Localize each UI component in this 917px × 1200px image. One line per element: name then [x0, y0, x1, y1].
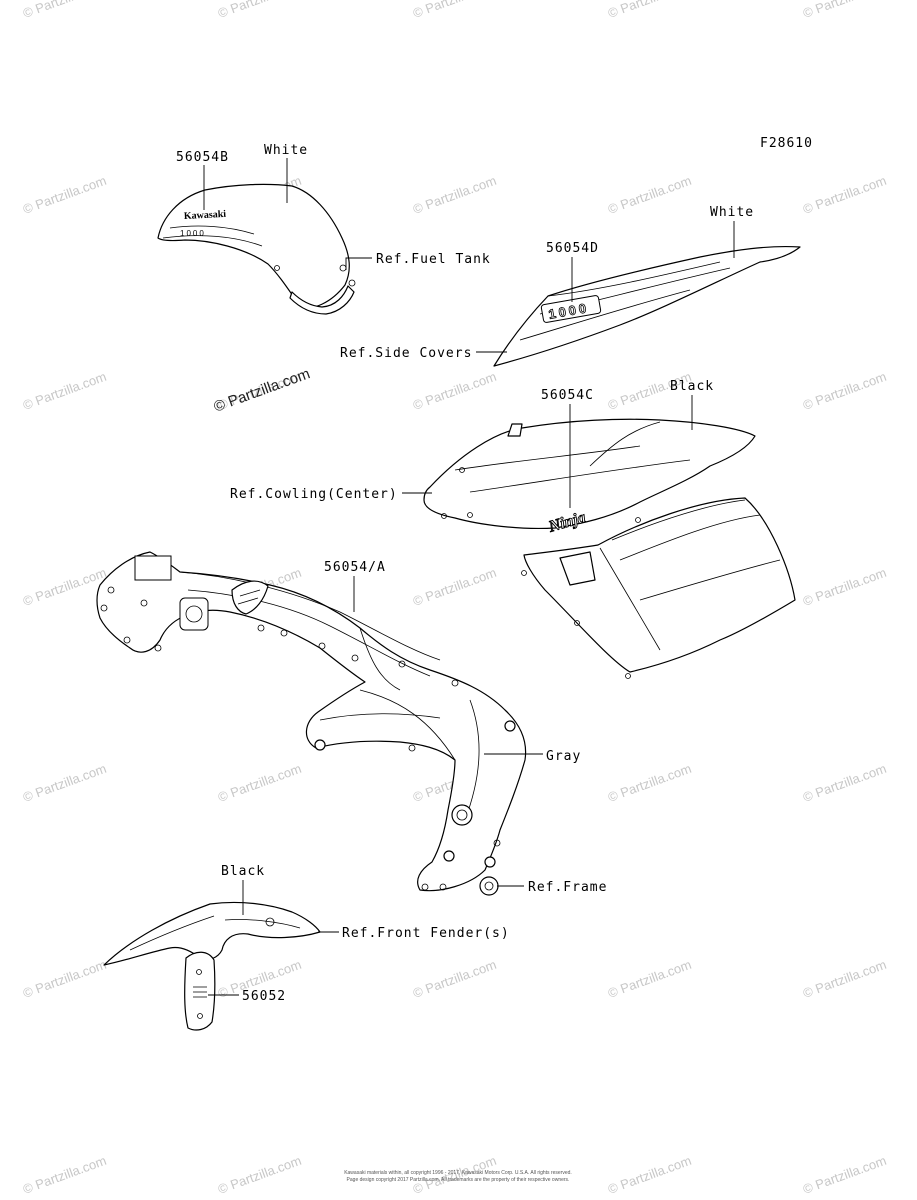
fuel-tank-decal-part[interactable]: Kawasaki 1000: [157, 183, 356, 315]
watermark-tile: © Partzilla.com: [411, 565, 498, 609]
label-frame-color: Gray: [546, 749, 581, 764]
tank-brand-decal: Kawasaki: [184, 209, 227, 222]
watermark-tile: © Partzilla.com: [216, 0, 303, 21]
watermark-tile: © Partzilla.com: [606, 957, 693, 1001]
watermark-tile: © Partzilla.com: [801, 369, 888, 413]
label-cowl-color: Black: [670, 379, 714, 394]
label-tank-part[interactable]: 56054B: [176, 150, 229, 165]
figure-code: F28610: [760, 136, 813, 151]
watermark-tile: © Partzilla.com: [801, 565, 888, 609]
tank-model-decal: 1000: [180, 229, 206, 238]
label-fender-color: Black: [221, 864, 265, 879]
watermark-tile: © Partzilla.com: [801, 173, 888, 217]
watermark-tile: © Partzilla.com: [216, 1153, 303, 1197]
watermark-tile: © Partzilla.com: [21, 369, 108, 413]
side-model-decal: 1000: [547, 300, 590, 322]
watermark-tile: © Partzilla.com: [21, 957, 108, 1001]
watermark-tile: © Partzilla.com: [801, 957, 888, 1001]
label-tank-ref[interactable]: Ref.Fuel Tank: [376, 252, 491, 267]
label-cowl-part[interactable]: 56054C: [541, 388, 594, 403]
footer-copyright-line2: Page design copyright 2017 Partzilla.com…: [347, 1177, 570, 1183]
label-frame-ref[interactable]: Ref.Frame: [528, 880, 607, 895]
watermark-tile: © Partzilla.com: [21, 1153, 108, 1197]
watermark-tile: © Partzilla.com: [606, 173, 693, 217]
footer-copyright-line1: Kawasaki materials within, all copyright…: [344, 1170, 572, 1176]
watermark-tile: © Partzilla.com: [801, 1153, 888, 1197]
watermark-tile: © Partzilla.com: [606, 761, 693, 805]
watermark-tile: © Partzilla.com: [216, 761, 303, 805]
label-side-part[interactable]: 56054D: [546, 241, 599, 256]
label-cowl-ref[interactable]: Ref.Cowling(Center): [230, 487, 398, 502]
watermark-tile: © Partzilla.com: [801, 0, 888, 21]
label-frame-part[interactable]: 56054/A: [324, 560, 386, 575]
watermark-feature: © Partzilla.com: [212, 365, 313, 416]
watermark-tile: © Partzilla.com: [411, 957, 498, 1001]
watermark-tile: © Partzilla.com: [606, 1153, 693, 1197]
watermark-tile: © Partzilla.com: [21, 761, 108, 805]
watermark-tile: © Partzilla.com: [411, 173, 498, 217]
label-tank-color: White: [264, 143, 308, 158]
label-fender-ref[interactable]: Ref.Front Fender(s): [342, 926, 510, 941]
watermark-tile: © Partzilla.com: [21, 0, 108, 21]
lower-cowl-panel[interactable]: [521, 497, 796, 679]
watermark-tile: © Partzilla.com: [21, 565, 108, 609]
front-fender-decal-part[interactable]: [103, 901, 321, 1031]
watermark-tile: © Partzilla.com: [606, 0, 693, 21]
watermark-tile: © Partzilla.com: [21, 173, 108, 217]
frame-decal-part[interactable]: [96, 551, 527, 896]
watermark-tile: © Partzilla.com: [801, 761, 888, 805]
side-cover-decal-part[interactable]: 1000: [493, 245, 801, 367]
label-side-color: White: [710, 205, 754, 220]
watermark-tile: © Partzilla.com: [411, 369, 498, 413]
watermark-tile: © Partzilla.com: [411, 0, 498, 21]
label-fender-part[interactable]: 56052: [242, 989, 286, 1004]
label-side-ref[interactable]: Ref.Side Covers: [340, 346, 472, 361]
